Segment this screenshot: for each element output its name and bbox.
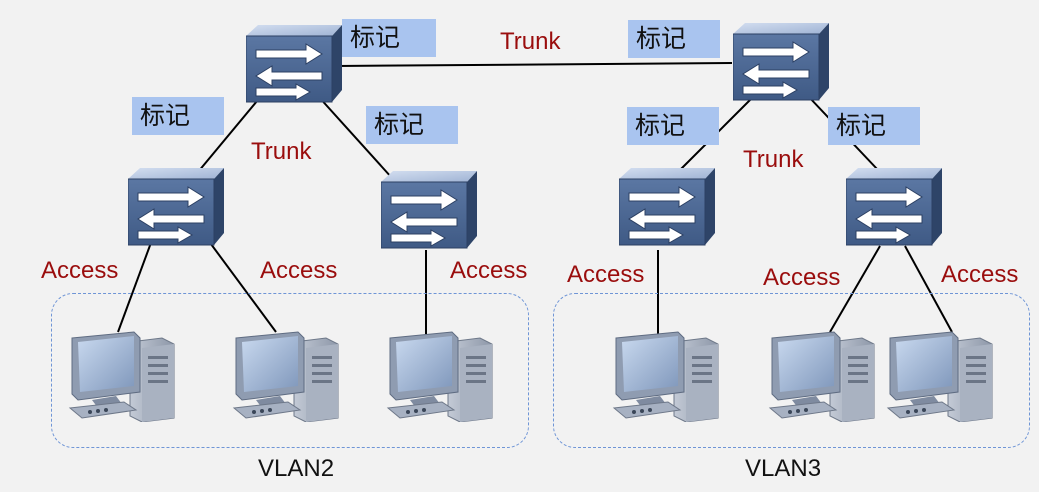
vlan3-trunk-label: Trunk (743, 146, 804, 173)
vlan2-computer-1[interactable] (62, 330, 180, 422)
switch-icon (381, 170, 477, 249)
switch-icon (128, 167, 224, 246)
vlan2-computer-3[interactable] (380, 330, 498, 422)
vlan2-trunk-link-left (197, 94, 263, 173)
vlan3-access-link-2 (829, 245, 881, 333)
computer-icon (769, 331, 875, 422)
computer-icon (387, 331, 493, 422)
vlan3-access-label-1: Access (567, 261, 645, 288)
computer-icon (69, 331, 175, 422)
core-right-tag: 标记 (628, 20, 720, 58)
vlan3-computer-2[interactable] (762, 330, 880, 422)
vlan2-trunk-label: Trunk (251, 138, 312, 165)
vlan2-trunk-link-right (317, 95, 393, 179)
computer-icon (613, 331, 719, 422)
core-left-tag: 标记 (342, 19, 436, 57)
vlan3-access-label-2: Access (763, 264, 841, 291)
core-switch-left[interactable] (246, 22, 342, 106)
switch-icon (246, 24, 342, 103)
switch-icon (619, 167, 715, 246)
vlan2-access-label-3: Access (450, 257, 528, 284)
vlan2-switch-right[interactable] (381, 168, 477, 252)
vlan2-access-link-2 (207, 239, 277, 333)
vlan2-access-label-1: Access (41, 257, 119, 284)
vlan2-access-label-2: Access (260, 257, 338, 284)
vlan3-switch-right[interactable] (846, 165, 942, 249)
vlan3-tag-right: 标记 (828, 107, 920, 145)
vlan2-switch-left[interactable] (128, 165, 224, 249)
vlan3-group (553, 293, 1030, 448)
vlan2-group (51, 293, 529, 448)
vlan2-computer-2[interactable] (226, 330, 344, 422)
vlan2-tag-left: 标记 (132, 97, 224, 135)
vlan3-computer-3[interactable] (880, 330, 998, 422)
vlan3-name: VLAN3 (745, 455, 822, 482)
vlan3-tag-left: 标记 (627, 107, 719, 145)
vlan3-access-link-3 (904, 245, 953, 333)
core-trunk-link (335, 62, 733, 67)
core-switch-right[interactable] (733, 20, 829, 104)
vlan3-access-label-3: Access (941, 261, 1019, 288)
switch-icon (846, 167, 942, 246)
computer-icon (233, 331, 339, 422)
vlan2-access-link-1 (117, 239, 153, 333)
vlan3-computer-1[interactable] (606, 330, 724, 422)
switch-icon (733, 22, 829, 101)
vlan2-tag-right: 标记 (366, 106, 458, 144)
computer-icon (887, 331, 993, 422)
vlan2-name: VLAN2 (258, 455, 335, 482)
vlan3-switch-left[interactable] (619, 165, 715, 249)
core-trunk-label: Trunk (500, 28, 561, 55)
